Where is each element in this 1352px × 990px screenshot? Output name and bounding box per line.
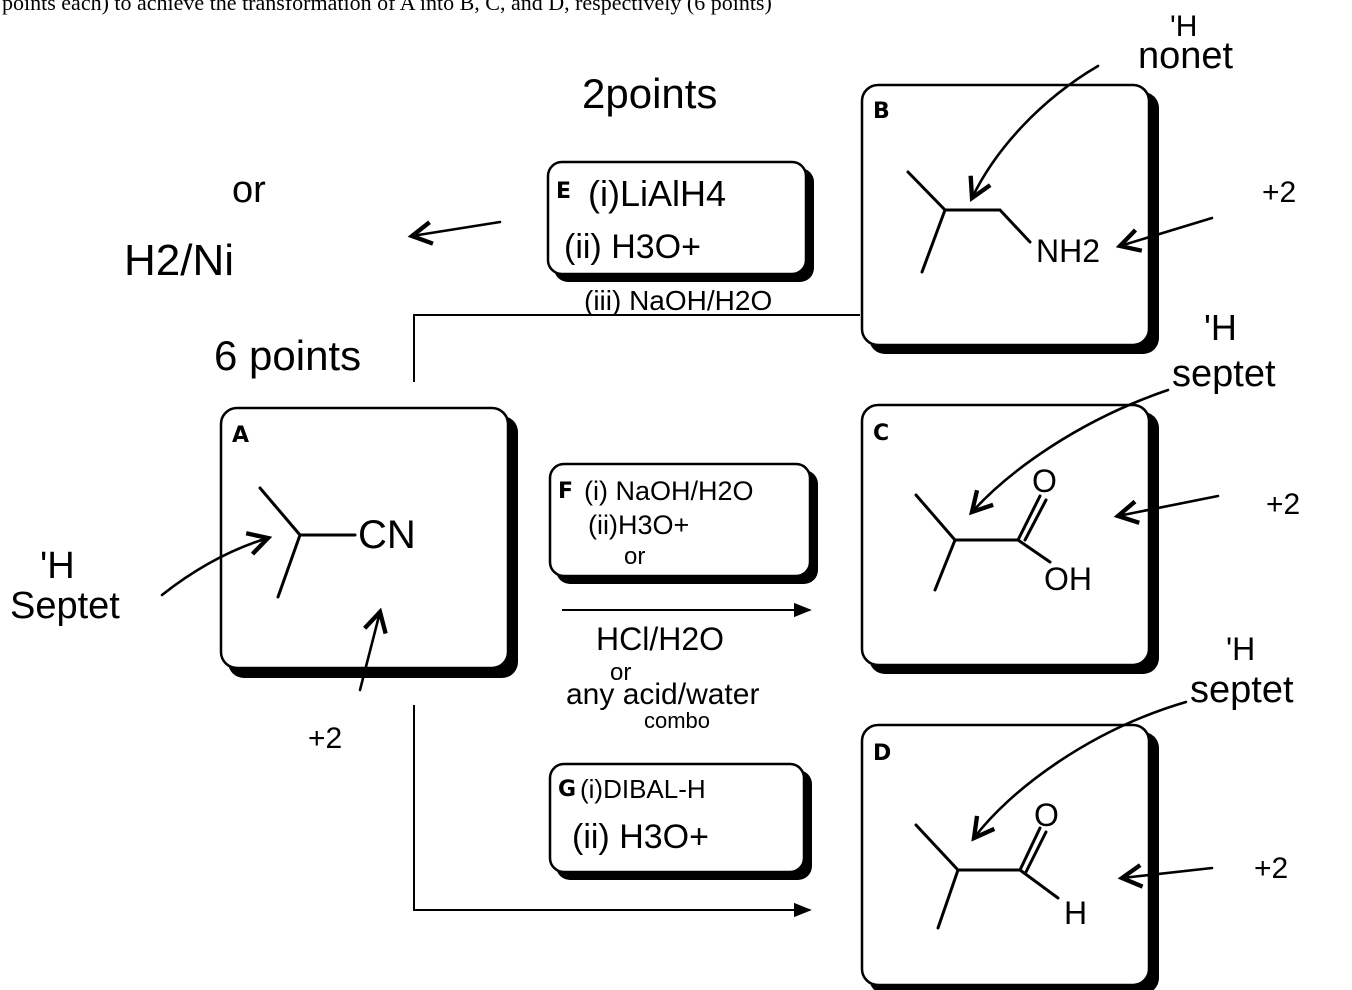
box-a-label: A: [232, 423, 249, 448]
box-b-nmr-bottom: nonet: [1138, 35, 1234, 77]
arrow-a-nmr: [160, 538, 268, 597]
arrow-a-to-d: [413, 705, 812, 918]
reagent-g-line1: (i)DIBAL-H: [580, 774, 706, 804]
box-c-label: C: [873, 421, 889, 446]
molecule-c-oh: OH: [1044, 561, 1092, 597]
molecule-b-group: NH2: [1036, 233, 1100, 269]
reagent-g-letter: G: [558, 777, 576, 802]
box-c-plus2: +2: [1266, 488, 1300, 521]
annotation-h2ni: H2/Ni: [124, 236, 234, 285]
molecule-d-h: H: [1064, 895, 1087, 931]
box-b-nmr-top: 'H: [1170, 10, 1197, 43]
reagent-f-line2: (ii)H3O+: [588, 510, 689, 540]
molecule-a: CN: [258, 486, 416, 599]
arrow-c-nmr: [972, 388, 1170, 512]
reagent-e-line3: (iii) NaOH/H2O: [584, 285, 772, 316]
box-b-plus2: +2: [1262, 176, 1296, 209]
molecule-b: NH2: [906, 170, 1100, 274]
alt-reagent-line4: combo: [644, 708, 710, 733]
reagent-box-e: E (i)LiAlH4 (ii) H3O+: [546, 160, 814, 282]
annotation-two-points: 2points: [582, 70, 717, 117]
box-c: C O OH: [860, 403, 1159, 674]
reagent-box-f: F (i) NaOH/H2O (ii)H3O+ or: [548, 462, 818, 584]
box-d: D O H: [860, 723, 1159, 990]
box-a-nmr-top: 'H: [40, 545, 75, 587]
reagent-box-g: G (i)DIBAL-H (ii) H3O+: [548, 762, 812, 880]
arrow-b-plus2: [1120, 216, 1214, 246]
alt-reagent-line2: or: [610, 659, 631, 686]
molecule-d-o: O: [1034, 797, 1059, 833]
reagent-g-line2: (ii) H3O+: [572, 818, 709, 856]
alt-reagent-note: HCl/H2O or any acid/water combo: [566, 621, 759, 733]
reagent-f-line3: or: [624, 543, 645, 570]
reagent-f-line1: (i) NaOH/H2O: [584, 476, 754, 506]
header-text: points each) to achieve the transformati…: [2, 0, 772, 15]
flow-arrows: [413, 314, 860, 918]
box-c-nmr-top: 'H: [1204, 307, 1237, 348]
molecule-c-o: O: [1032, 463, 1057, 499]
arrow-a-plus2: [358, 612, 380, 692]
reagent-e-letter: E: [556, 179, 571, 204]
box-a: A CN: [219, 406, 518, 678]
reagent-e-line2: (ii) H3O+: [564, 228, 701, 266]
annotation-six-points: 6 points: [214, 332, 361, 379]
reagent-f-letter: F: [558, 479, 573, 504]
box-d-plus2: +2: [1254, 852, 1288, 885]
alt-reagent-line3: any acid/water: [566, 678, 759, 711]
box-c-nmr-bottom: septet: [1172, 353, 1276, 395]
box-d-nmr-bottom: septet: [1190, 669, 1294, 711]
molecule-a-group: CN: [358, 513, 416, 557]
box-b-label: B: [873, 99, 890, 124]
reagent-e-line1: (i)LiAlH4: [588, 173, 726, 214]
arrow-e-alternative: [412, 222, 502, 236]
box-a-plus2: +2: [308, 722, 342, 755]
box-b: B NH2: [860, 83, 1159, 354]
arrow-a-to-b: [413, 314, 860, 382]
box-d-label: D: [873, 741, 891, 766]
box-d-nmr-top: 'H: [1226, 631, 1255, 667]
arrow-c-plus2: [1118, 494, 1220, 516]
alt-reagent-line1: HCl/H2O: [596, 621, 724, 657]
arrow-b-nmr: [972, 64, 1100, 198]
annotation-or: or: [232, 169, 266, 211]
molecule-d: O H: [914, 797, 1087, 931]
arrow-d-nmr: [974, 700, 1188, 838]
arrow-d-plus2: [1122, 868, 1214, 878]
molecule-c: O OH: [914, 463, 1092, 597]
box-a-nmr-bottom: Septet: [10, 585, 120, 627]
